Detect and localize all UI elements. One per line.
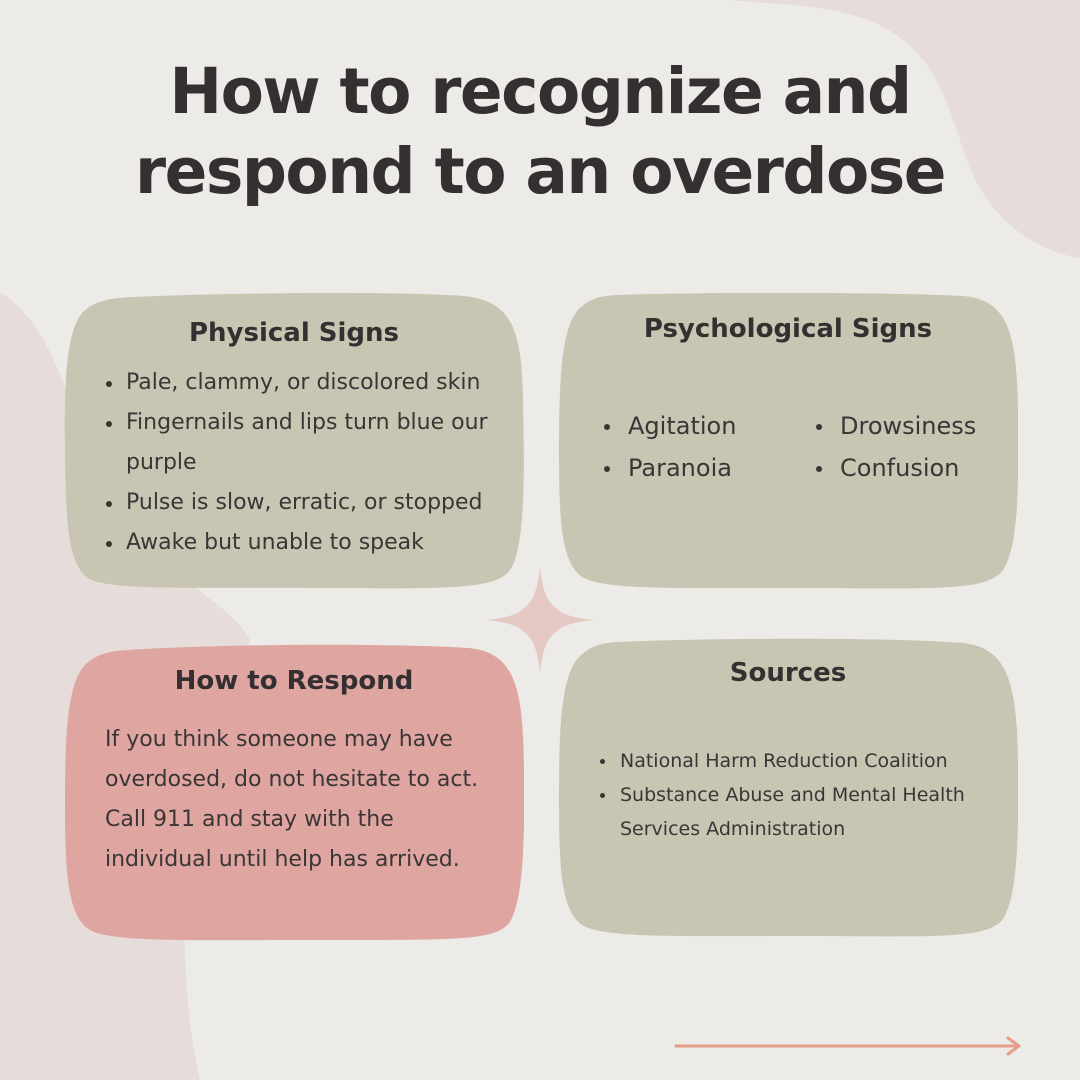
psychological-signs-column-1: Agitation Paranoia — [602, 405, 792, 489]
card-background — [559, 638, 1018, 937]
list-item: National Harm Reduction Coalition — [598, 744, 1008, 778]
how-to-respond-card: How to Respond If you think someone may … — [64, 644, 524, 942]
physical-signs-card: Physical Signs Pale, clammy, or discolor… — [64, 293, 524, 590]
list-item: Pale, clammy, or discolored skin — [104, 363, 514, 403]
title-line-1: How to recognize and — [169, 55, 912, 128]
page-title: How to recognize and respond to an overd… — [0, 52, 1080, 212]
psychological-signs-card: Psychological Signs Agitation Paranoia D… — [558, 292, 1018, 590]
list-item: Substance Abuse and Mental Health Servic… — [598, 778, 1008, 846]
list-item: Fingernails and lips turn blue our purpl… — [104, 403, 514, 483]
list-item: Paranoia — [602, 447, 792, 489]
list-item: Pulse is slow, erratic, or stopped — [104, 483, 514, 523]
physical-signs-heading: Physical Signs — [188, 318, 400, 348]
list-item: Confusion — [814, 447, 1014, 489]
list-item: Awake but unable to speak — [104, 523, 514, 563]
psychological-signs-column-2: Drowsiness Confusion — [814, 405, 1014, 489]
sources-list: National Harm Reduction Coalition Substa… — [598, 744, 1008, 846]
psychological-signs-heading: Psychological Signs — [643, 314, 933, 344]
title-line-2: respond to an overdose — [135, 135, 946, 208]
four-point-star-icon — [485, 565, 595, 675]
physical-signs-list: Pale, clammy, or discolored skin Fingern… — [104, 363, 514, 563]
card-background — [559, 292, 1018, 589]
card-background — [65, 644, 524, 941]
arrow-right-icon[interactable] — [674, 1036, 1026, 1056]
sources-card: Sources National Harm Reduction Coalitio… — [558, 638, 1018, 938]
top-right-blob — [730, 0, 1080, 258]
how-to-respond-heading: How to Respond — [174, 666, 414, 696]
sources-heading: Sources — [729, 658, 847, 688]
how-to-respond-text: If you think someone may have overdosed,… — [105, 727, 479, 872]
list-item: Agitation — [602, 405, 792, 447]
list-item: Drowsiness — [814, 405, 1014, 447]
card-background — [64, 293, 524, 589]
